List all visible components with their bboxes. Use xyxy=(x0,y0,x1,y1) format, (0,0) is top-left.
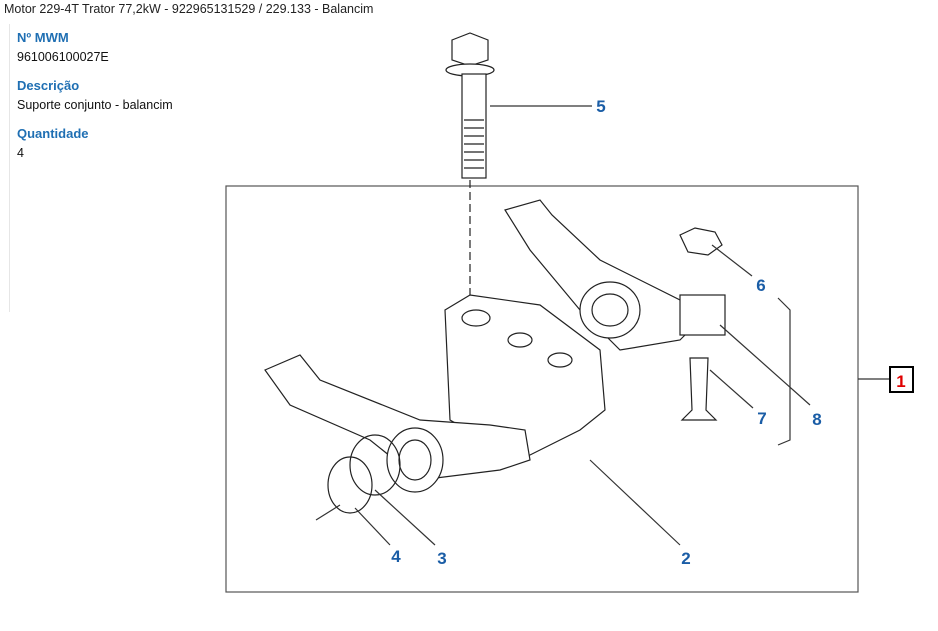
callout-6[interactable]: 6 xyxy=(756,276,765,295)
part-number-label: Nº MWM xyxy=(17,30,69,45)
callout-2[interactable]: 2 xyxy=(681,549,690,568)
part-number-value: 961006100027E xyxy=(17,50,109,64)
breadcrumb-title: Motor 229-4T Trator 77,2kW - 92296513152… xyxy=(4,2,374,16)
adjusting-screw-part xyxy=(680,357,718,421)
leader-lines xyxy=(315,105,890,546)
assembly-frame xyxy=(225,185,859,593)
washer-part xyxy=(349,434,401,496)
description-value: Suporte conjunto - balancim xyxy=(17,98,173,112)
callout-1[interactable]: 1 xyxy=(896,372,905,391)
nut-part xyxy=(679,227,723,256)
part-details-panel: Nº MWM 961006100027E Descrição Suporte c… xyxy=(9,24,173,312)
callout-8[interactable]: 8 xyxy=(812,410,821,429)
callout-3[interactable]: 3 xyxy=(437,549,446,568)
assembly-callout-box xyxy=(889,366,914,393)
callout-5[interactable]: 5 xyxy=(596,97,605,116)
quantity-label: Quantidade xyxy=(17,126,89,141)
rocker-arm-front xyxy=(264,354,531,481)
description-label: Descrição xyxy=(17,78,80,93)
bolt-part xyxy=(445,32,495,179)
quantity-value: 4 xyxy=(17,146,24,160)
snap-ring-part xyxy=(327,456,373,514)
callout-4[interactable]: 4 xyxy=(391,547,401,566)
callout-7[interactable]: 7 xyxy=(757,409,766,428)
